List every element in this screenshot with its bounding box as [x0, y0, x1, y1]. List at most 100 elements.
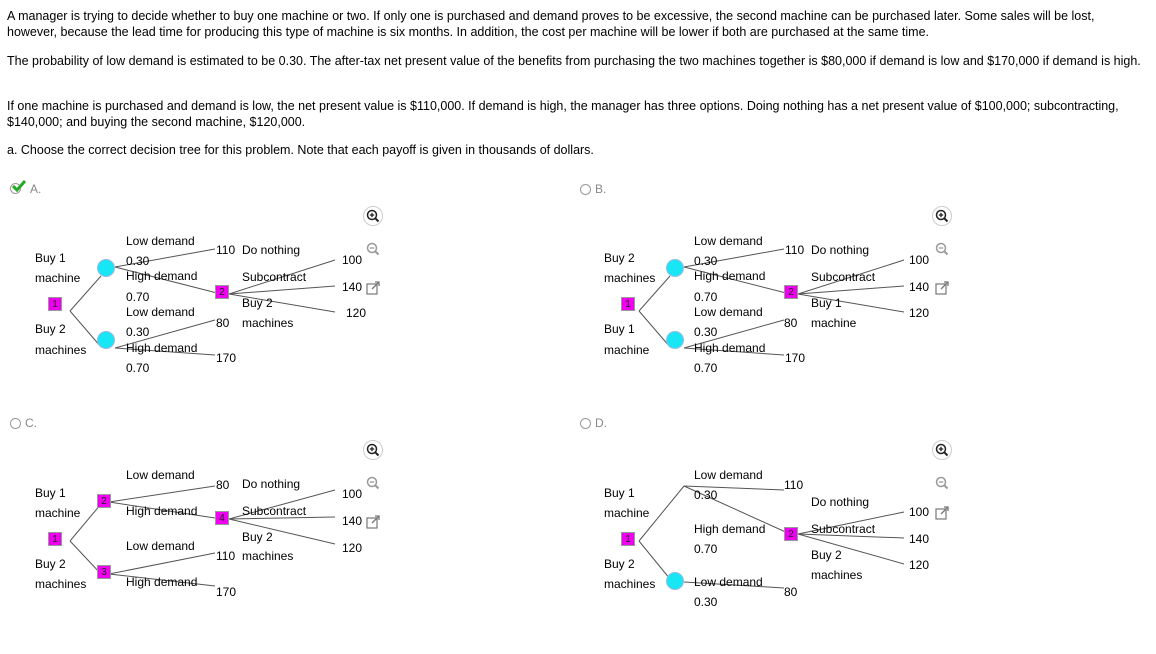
option-b-radio[interactable] — [580, 183, 591, 195]
option-c-radio[interactable] — [10, 417, 21, 429]
payoff-value: 140 — [909, 532, 930, 546]
zoom-out-icon[interactable] — [932, 473, 952, 493]
high-demand-probability: 0.70 — [694, 361, 718, 375]
payoff-value: 120 — [346, 306, 367, 320]
question-text: a. Choose the correct decision tree for … — [7, 143, 594, 157]
high-demand-label: High demand — [126, 341, 198, 355]
branch-buy-bottom-1: Buy 2 — [604, 557, 635, 571]
high-demand-probability: 0.70 — [694, 542, 718, 556]
branch-buy-top-2: machine — [604, 506, 650, 520]
high-demand-label: High demand — [126, 575, 198, 589]
decision-node-2: 2 — [215, 285, 229, 299]
node-2: 2 — [97, 494, 111, 508]
zoom-in-icon[interactable] — [363, 440, 383, 460]
payoff-value: 170 — [785, 351, 806, 365]
option-a-radio[interactable] — [10, 180, 26, 195]
option-buy-second-2: machines — [811, 568, 863, 582]
decision-node-2: 2 — [784, 527, 798, 541]
low-demand-label: Low demand — [126, 305, 195, 319]
chance-node — [97, 259, 115, 277]
decision-tree-a: Buy 1 machine Buy 2 machines 1 Low deman… — [35, 230, 367, 420]
zoom-in-icon[interactable] — [932, 206, 952, 226]
decision-tree-d: Buy 1 machine Buy 2 machines 1 Low deman… — [604, 464, 934, 654]
option-subcontract: Subcontract — [811, 522, 876, 536]
branch-buy-bottom-2: machine — [604, 343, 650, 357]
option-a-label: A. — [30, 182, 42, 196]
option-buy-second-2: machines — [242, 549, 294, 563]
payoff-value: 120 — [909, 306, 930, 320]
option-a[interactable]: A. — [10, 180, 42, 196]
payoff-value: 110 — [216, 243, 236, 257]
payoff-value: 80 — [216, 316, 230, 330]
high-demand-probability: 0.70 — [126, 290, 150, 304]
branch-buy-top-1: Buy 1 — [35, 251, 66, 265]
option-d[interactable]: D. — [580, 416, 607, 430]
open-in-new-window-icon[interactable] — [363, 512, 383, 532]
branch-buy-bottom-2: machines — [35, 577, 87, 591]
option-d-label: D. — [595, 416, 607, 430]
high-demand-label: High demand — [694, 341, 766, 355]
option-c[interactable]: C. — [10, 416, 37, 430]
option-do-nothing: Do nothing — [242, 243, 301, 257]
decision-tree-b: Buy 2 machines Buy 1 machine 1 Low deman… — [604, 230, 934, 420]
branch-buy-bottom-1: Buy 2 — [35, 322, 66, 336]
open-in-new-window-icon[interactable] — [932, 503, 952, 523]
option-do-nothing: Do nothing — [811, 243, 870, 257]
problem-paragraph-1: A manager is trying to decide whether to… — [7, 9, 1095, 39]
low-demand-label: Low demand — [694, 305, 763, 319]
chance-node — [666, 331, 684, 349]
payoff-value: 140 — [342, 280, 363, 294]
high-demand-label: High demand — [694, 269, 766, 283]
low-demand-label: Low demand — [694, 234, 763, 248]
payoff-value: 140 — [909, 280, 930, 294]
payoff-value: 170 — [216, 585, 237, 599]
chance-node — [666, 259, 684, 277]
branch-buy-top-2: machines — [604, 271, 656, 285]
zoom-out-icon[interactable] — [363, 473, 383, 493]
option-b-label: B. — [595, 182, 607, 196]
payoff-value: 80 — [784, 316, 798, 330]
decision-node-1: 1 — [621, 297, 635, 311]
high-demand-label: High demand — [126, 269, 198, 283]
high-demand-probability: 0.70 — [694, 290, 718, 304]
branch-buy-top-1: Buy 1 — [35, 486, 66, 500]
option-subcontract: Subcontract — [242, 270, 307, 284]
branch-buy-bottom-2: machines — [604, 577, 656, 591]
zoom-in-icon[interactable] — [932, 440, 952, 460]
option-subcontract: Subcontract — [811, 270, 876, 284]
option-buy-second-1: Buy 2 — [242, 296, 273, 310]
low-demand-probability: 0.30 — [126, 254, 150, 268]
zoom-out-icon[interactable] — [363, 239, 383, 259]
option-d-radio[interactable] — [580, 417, 591, 429]
decision-node-1: 1 — [621, 532, 635, 546]
option-b[interactable]: B. — [580, 182, 606, 196]
payoff-value: 80 — [216, 478, 230, 492]
zoom-out-icon[interactable] — [932, 239, 952, 259]
high-demand-label: High demand — [126, 504, 198, 518]
high-demand-probability: 0.70 — [126, 361, 150, 375]
branch-buy-top-1: Buy 1 — [604, 486, 635, 500]
open-in-new-window-icon[interactable] — [932, 278, 952, 298]
low-demand-label: Low demand — [126, 234, 195, 248]
node-3: 3 — [97, 565, 111, 579]
branch-buy-bottom-2: machines — [35, 343, 87, 357]
option-buy-second-1: Buy 2 — [811, 548, 842, 562]
branch-buy-top-1: Buy 2 — [604, 251, 635, 265]
payoff-value: 170 — [216, 351, 237, 365]
open-in-new-window-icon[interactable] — [363, 278, 383, 298]
low-demand-probability: 0.30 — [694, 488, 718, 502]
option-buy-second-1: Buy 1 — [811, 296, 842, 310]
option-buy-second-2: machines — [242, 316, 294, 330]
problem-paragraph-3: If one machine is purchased and demand i… — [7, 99, 1119, 129]
problem-paragraph-2: The probability of low demand is estimat… — [7, 54, 1141, 68]
branch-buy-top-2: machine — [35, 506, 81, 520]
node-4: 4 — [215, 511, 229, 525]
payoff-value: 80 — [784, 585, 798, 599]
payoff-value: 120 — [909, 558, 930, 572]
payoff-value: 100 — [909, 505, 930, 519]
low-demand-label: Low demand — [126, 539, 195, 553]
decision-node-1: 1 — [48, 297, 62, 311]
zoom-in-icon[interactable] — [363, 206, 383, 226]
branch-buy-top-2: machine — [35, 271, 81, 285]
low-demand-label: Low demand — [126, 468, 195, 482]
